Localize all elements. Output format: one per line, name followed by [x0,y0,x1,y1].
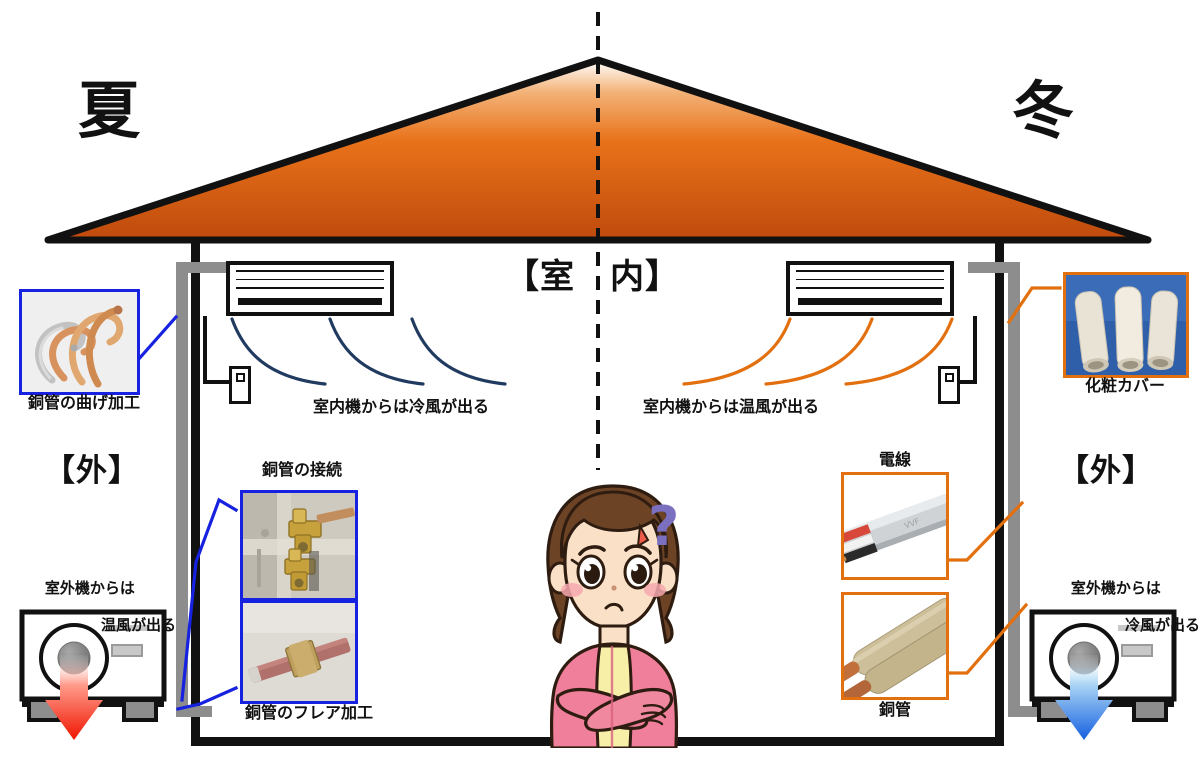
electric-wire-illustration: VVF [844,475,946,577]
wall-switch-right [938,366,960,404]
roof [44,56,1152,244]
indoor-unit-vent [798,298,942,305]
outside-area-label-left: 【外】 [44,453,140,489]
photo-copper-pipe-bending [19,289,140,395]
caption-decorative-cover: 化粧カバー [1084,376,1165,395]
outside-area-label-right: 【外】 [1058,453,1154,489]
pipe-flare-illustration [243,603,355,701]
indoor-unit-louvers [796,270,944,296]
pipe-run-left [176,262,228,717]
caption-outdoor-left: 室外機からは 温風が出る [24,560,176,673]
decorative-cover-illustration [1066,275,1186,375]
question-mark-icon: ? [648,495,680,558]
pipe-run-right [968,262,1042,717]
copper-pipe-illustration [844,595,946,697]
pipe-connection-illustration [243,493,355,598]
indoor-unit-right [786,261,954,316]
copper-bend-illustration [22,292,137,392]
photo-decorative-cover [1063,272,1189,378]
caption-outdoor-right-line1: 室外機からは [1070,578,1161,597]
season-label-winter: 冬 [1012,74,1077,147]
photo-copper-pipe-connection [240,490,358,601]
photo-copper-pipe [841,592,949,700]
caption-outdoor-right: 室外機からは 冷風が出る [1050,560,1200,673]
airflow-warm-indoor [682,317,954,386]
caption-electric-wire: 電線 [878,450,911,469]
leader-lines-orange [945,286,1062,675]
caption-outdoor-left-line2: 温風が出る [100,616,176,635]
switch-button-icon [945,373,954,382]
caption-copper-pipe: 銅管 [878,700,911,719]
caption-outdoor-left-line1: 室外機からは [44,578,135,597]
season-label-summer: 夏 [78,74,143,147]
caption-copper-pipe-bending: 銅管の曲げ加工 [27,393,140,412]
indoor-unit-louvers [236,270,384,296]
caption-outdoor-right-line2: 冷風が出る [1124,616,1200,635]
caption-cold-indoor-air: 室内機からは冷風が出る [313,397,490,416]
puzzled-woman-illustration [508,478,718,750]
indoor-unit-left [226,261,394,316]
indoor-unit-vent [238,298,382,305]
wall-left [191,240,200,745]
caption-copper-pipe-connection: 銅管の接続 [261,460,342,479]
switch-button-icon [236,373,245,382]
photo-electric-wire: VVF [841,472,949,580]
airflow-cold-indoor [230,317,507,386]
caption-warm-indoor-air: 室内機からは温風が出る [643,397,820,416]
photo-copper-pipe-flaring [240,600,358,704]
indoor-area-label: 【室 内】 [505,257,680,297]
wall-right [995,240,1004,745]
caption-copper-pipe-flaring: 銅管のフレア加工 [244,703,373,722]
wall-switch-left [229,366,251,404]
character-svg [546,484,680,750]
indoor-unit-wiring [203,316,977,384]
